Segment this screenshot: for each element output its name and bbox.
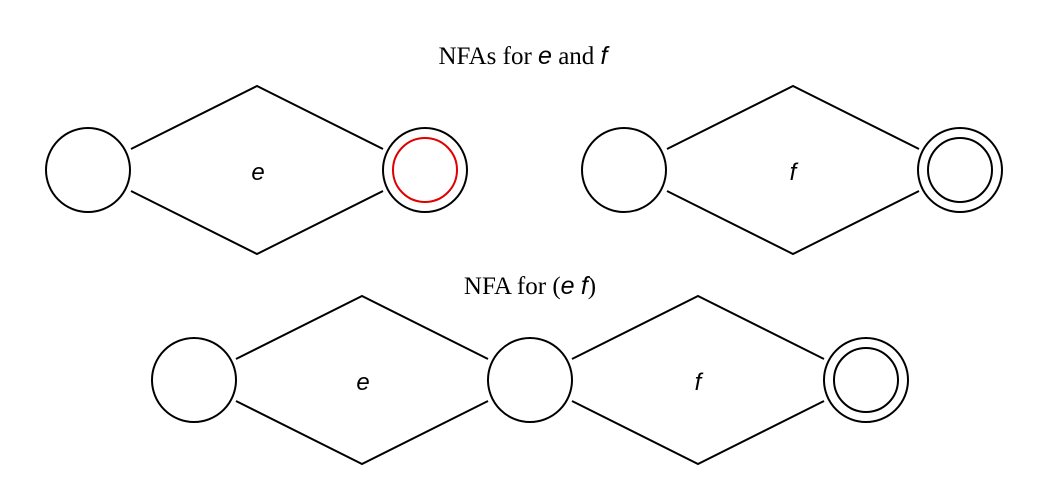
title-bottom: NFA for (e f) xyxy=(464,272,596,300)
nfa-ef-e-upper-edge xyxy=(235,294,489,360)
title-bottom-close-paren: ) xyxy=(588,273,596,300)
nfa-e-edge-label: e xyxy=(251,159,264,186)
nfa-f-edge-label: f xyxy=(790,159,799,186)
nfa-ef: e f xyxy=(151,294,909,466)
nfa-f: f xyxy=(581,84,1003,256)
title-bottom-open-paren: ( xyxy=(552,273,560,300)
nfa-e-upper-edge xyxy=(130,84,384,150)
nfa-ef-accept-state xyxy=(823,337,909,423)
nfa-ef-e-lower-edge xyxy=(235,400,489,466)
nfa-ef-start-state xyxy=(151,337,237,423)
title-top-prefix: NFAs for xyxy=(438,43,538,70)
nfa-e-accept-inner-ring xyxy=(392,137,458,203)
title-bottom-f: f xyxy=(581,272,591,300)
nfa-ef-e-edge-label: e xyxy=(356,369,369,396)
title-bottom-e: e xyxy=(561,272,575,300)
nfa-f-lower-edge xyxy=(666,190,920,256)
title-top-and: and xyxy=(552,43,601,70)
nfa-e: e xyxy=(45,84,468,256)
nfa-f-accept-inner-ring xyxy=(927,137,993,203)
nfa-ef-accept-inner-ring xyxy=(833,347,899,413)
nfa-e-lower-edge xyxy=(130,190,384,256)
nfa-f-start-state xyxy=(581,127,667,213)
nfa-f-accept-state xyxy=(917,127,1003,213)
title-top-e: e xyxy=(538,42,552,70)
nfa-ef-f-upper-edge xyxy=(571,294,825,360)
title-bottom-prefix: NFA for xyxy=(464,273,552,300)
title-top: NFAs for e and f xyxy=(438,42,610,70)
nfa-ef-middle-state xyxy=(487,337,573,423)
nfa-e-start-state xyxy=(45,127,131,213)
nfa-f-upper-edge xyxy=(666,84,920,150)
nfa-ef-f-edge-label: f xyxy=(695,369,704,396)
nfa-e-accept-state xyxy=(382,127,468,213)
title-top-f: f xyxy=(601,42,611,70)
nfa-ef-f-lower-edge xyxy=(571,400,825,466)
